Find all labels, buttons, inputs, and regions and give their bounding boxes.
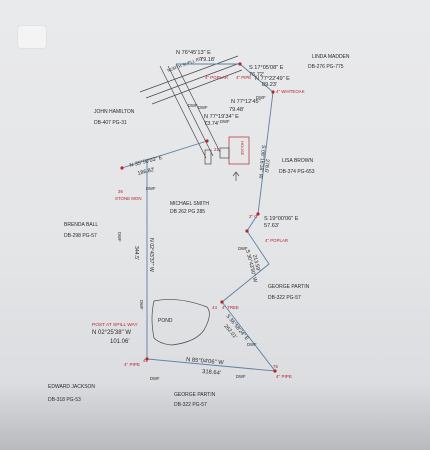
call-n02a-dist: 344.5' (133, 246, 139, 260)
owner-john-hamilton-ref: DB-407 PG-31 (94, 120, 127, 126)
call-s19-dist: 57.63' (264, 223, 279, 229)
mon-post-spill: POST AT SPILL WAY (92, 322, 138, 328)
house-label: HOUSE (240, 141, 245, 156)
mon-num-75: 75 (273, 364, 278, 369)
dwf-label: DWF (117, 232, 122, 242)
call-s08-dist: 278.6' (263, 159, 270, 173)
dwf-labels: DWF DWF DWF DWF DWF DWF DWF DWF DWF DWF … (117, 95, 266, 381)
dwf-label: DWF (139, 300, 144, 310)
house: HOUSE (204, 136, 250, 165)
call-n76-dist: 79.18' (200, 57, 215, 63)
mon-poplar-mid: 4" POPLAR (265, 238, 288, 243)
mon-corner-2c: 2" C (249, 214, 257, 219)
call-s19: S 19°00'06" E (264, 216, 299, 222)
mon-stone-num: 36 (118, 189, 123, 194)
monument-markers (120, 62, 277, 373)
mon-tree-44: 44 (212, 305, 217, 310)
owner-lisa-brown: LISA BROWN (282, 158, 314, 164)
owner-george-partin-right: GEORGE PARTIN (268, 284, 310, 290)
owner-edward-jackson: EDWARD JACKSON (48, 384, 95, 390)
call-n02b: N 02°25'38" W (92, 330, 131, 336)
bearing-calls: N 76°45'13" E 79.18' S 17°05'08" E 76.72… (92, 50, 299, 377)
call-n76: N 76°45'13" E (176, 50, 211, 56)
dwf-label: DWF (198, 105, 208, 110)
owner-edward-jackson-ref: DB-318 PG-53 (48, 397, 81, 403)
redaction-sticker (18, 26, 46, 48)
owner-george-partin-right-ref: DB-322 PG-57 (268, 295, 301, 301)
owner-linda-madden-ref: DB-276 PG-775 (308, 64, 344, 70)
owner-lisa-brown-ref: DB-374 PG-653 (279, 169, 315, 175)
call-s30-dist: 213.59' (251, 254, 261, 272)
mon-poplar-top: 4" POPLAR (205, 75, 228, 80)
mon-pipe-top: 4" PIPE (236, 75, 251, 80)
dwf-label: DWF (236, 374, 246, 379)
call-n35: N 35°50'03" E (129, 155, 163, 169)
owner-labels: LINDA MADDEN DB-276 PG-775 JOHN HAMILTON… (48, 54, 350, 408)
mon-num-21: 21 (214, 147, 219, 152)
call-n35-dist: 186.82' (137, 167, 155, 177)
dwf-label: DWF (188, 103, 198, 108)
owner-brenda-ball-ref: DB-298 PG-57 (64, 233, 97, 239)
call-n77b-dist: 79.48' (229, 107, 244, 113)
mon-tree: 4" TREE (222, 305, 239, 310)
call-n02a: N 02°43'37" W (148, 238, 154, 272)
call-n02b-dist: 101.06' (110, 339, 130, 345)
owner-brenda-ball: BRENDA BALL (64, 222, 98, 228)
dwf-label: DWF (256, 95, 266, 100)
call-s17-dist: 76.72' (249, 72, 264, 78)
owner-michael-smith: MICHAEL SMITH (170, 201, 209, 207)
owner-john-hamilton: JOHN HAMILTON (94, 109, 135, 115)
north-arrow-icon (232, 171, 240, 181)
mon-whiteoak: 4" WHITEOAK (276, 89, 305, 94)
mon-stone-mon: STONE MON (115, 196, 142, 201)
owner-george-partin-bottom: GEORGE PARTIN (174, 392, 216, 398)
dwf-label: DWF (220, 119, 230, 124)
dwf-label: DWF (150, 376, 160, 381)
call-n85: N 85°04'06" W (186, 357, 225, 366)
call-s17: S 17°05'08" E (249, 65, 284, 71)
owner-linda-madden: LINDA MADDEN (312, 54, 350, 60)
owner-george-partin-bottom-ref: DB-322 PG-57 (174, 402, 207, 408)
call-n77c: N 77°19'34" E (204, 114, 239, 120)
dwf-label: DWF (247, 342, 257, 347)
pond-label: POND (158, 318, 173, 324)
mon-pipe-right: 4" PIPE (276, 374, 292, 379)
call-n77c-dist: 73.74' (204, 121, 219, 127)
boundary (121, 63, 276, 372)
call-n85-dist: 318.64' (202, 369, 221, 377)
call-n77b: N 77°12'45" (231, 99, 261, 105)
pond: POND (151, 299, 210, 346)
owner-michael-smith-ref: DB 262 PG 285 (170, 209, 205, 215)
call-n77a: N 77°22'49" E (255, 76, 290, 82)
call-n77a-dist: 89.23' (262, 82, 277, 88)
monument-labels: 4" PIPE 4" WHITEOAK 4" POPLAR 36 STONE M… (92, 75, 305, 379)
call-s08: S 08°16'18" W (257, 145, 266, 179)
dwf-label: DWF (146, 186, 156, 191)
mon-pipe-left: 4" PIPE (124, 362, 140, 367)
dwf-label: DWF (238, 246, 248, 251)
mon-num-42: 42 (143, 358, 148, 363)
